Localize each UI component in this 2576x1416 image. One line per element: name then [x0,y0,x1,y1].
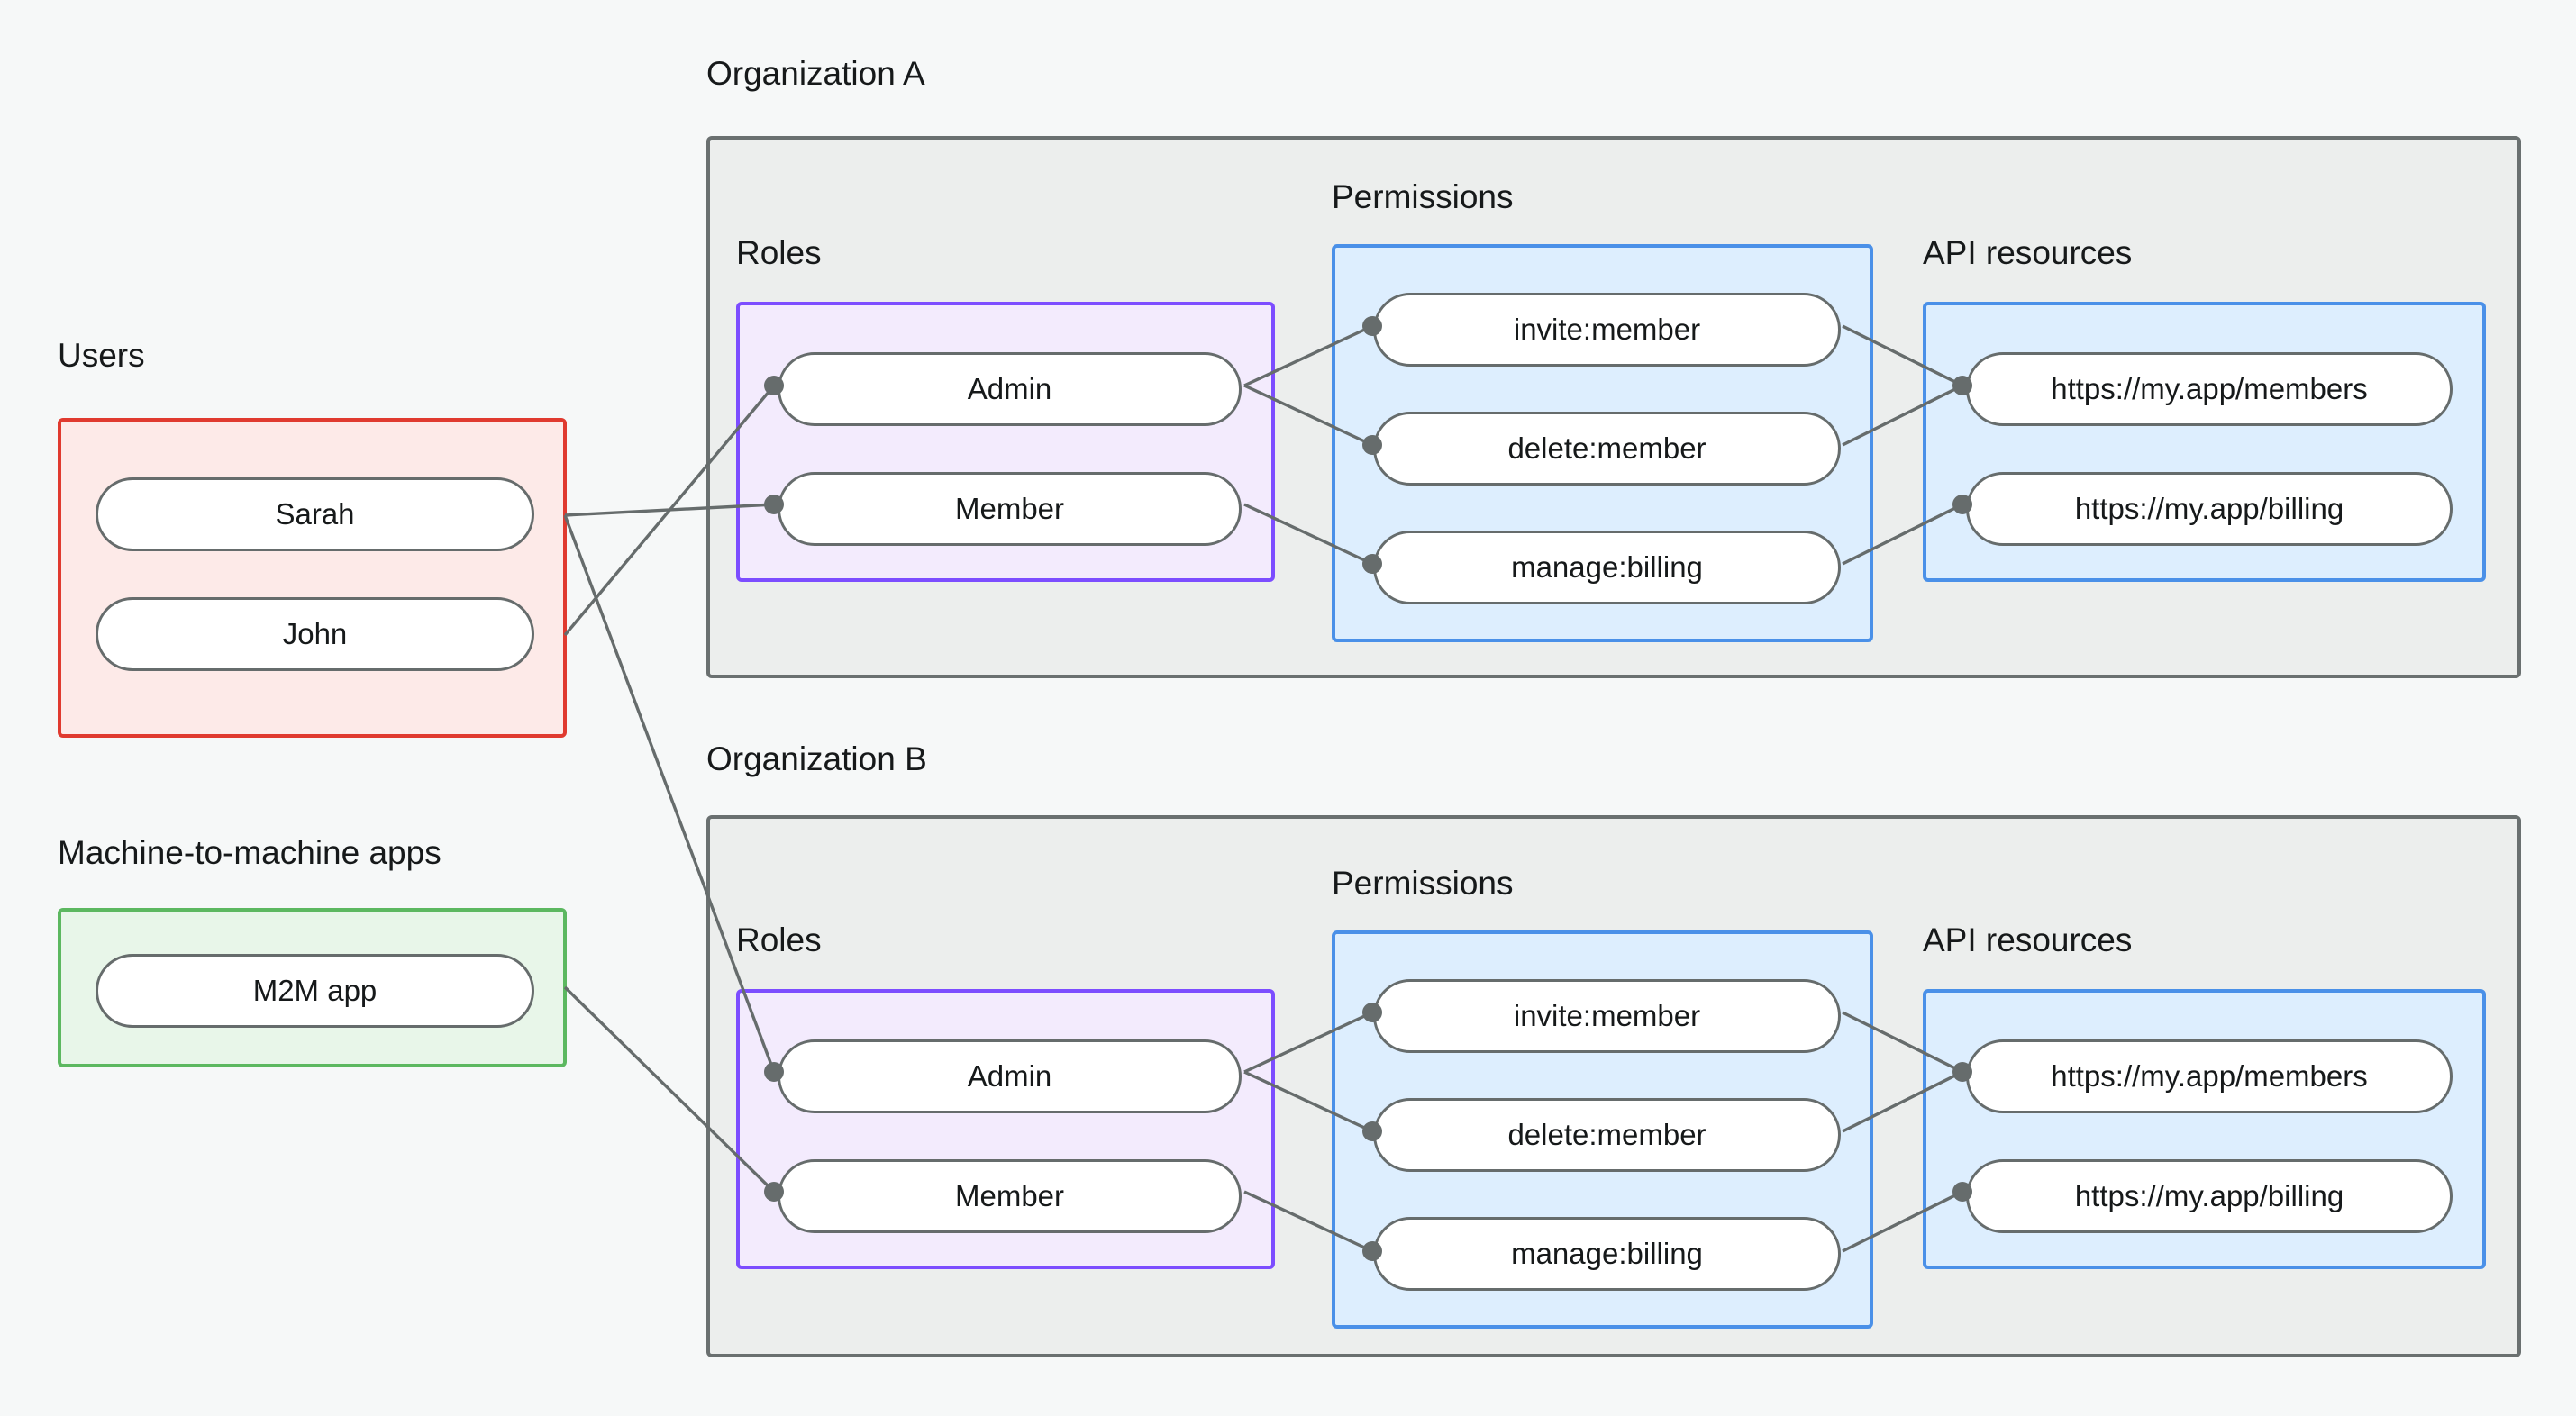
api-node-org-a-members[interactable]: https://my.app/members [1966,352,2453,426]
user-node-sarah[interactable]: Sarah [96,477,534,551]
role-node-org-b-member[interactable]: Member [778,1159,1242,1233]
api-node-org-a-billing[interactable]: https://my.app/billing [1966,472,2453,546]
m2m-group: M2M app [58,908,567,1067]
permission-node-org-a-delete-member[interactable]: delete:member [1373,412,1841,486]
permission-node-org-b-delete-member[interactable]: delete:member [1373,1098,1841,1172]
permission-node-org-a-manage-billing[interactable]: manage:billing [1373,531,1841,604]
users-caption: Users [58,337,145,374]
user-node-john[interactable]: John [96,597,534,671]
org-a-api-group: https://my.app/members https://my.app/bi… [1923,302,2486,582]
org-b-permissions-group: invite:member delete:member manage:billi… [1332,930,1873,1329]
api-node-org-b-billing[interactable]: https://my.app/billing [1966,1159,2453,1233]
org-b-permissions-caption: Permissions [1332,865,1514,902]
users-group: Sarah John [58,418,567,738]
org-a-api-caption: API resources [1923,234,2133,271]
role-node-org-b-admin[interactable]: Admin [778,1039,1242,1113]
org-b-api-caption: API resources [1923,921,2133,958]
permission-node-org-b-manage-billing[interactable]: manage:billing [1373,1217,1841,1291]
org-b-roles-caption: Roles [736,921,822,958]
org-a-roles-group: Admin Member [736,302,1275,582]
org-b-caption: Organization B [706,740,927,777]
org-b-api-group: https://my.app/members https://my.app/bi… [1923,989,2486,1269]
role-node-org-a-member[interactable]: Member [778,472,1242,546]
org-a-permissions-caption: Permissions [1332,178,1514,215]
org-a-caption: Organization A [706,55,925,92]
org-a-roles-caption: Roles [736,234,822,271]
api-node-org-b-members[interactable]: https://my.app/members [1966,1039,2453,1113]
m2m-node-app[interactable]: M2M app [96,954,534,1028]
m2m-caption: Machine-to-machine apps [58,834,441,871]
org-a-permissions-group: invite:member delete:member manage:billi… [1332,244,1873,642]
role-node-org-a-admin[interactable]: Admin [778,352,1242,426]
org-b-roles-group: Admin Member [736,989,1275,1269]
permission-node-org-b-invite-member[interactable]: invite:member [1373,979,1841,1053]
permission-node-org-a-invite-member[interactable]: invite:member [1373,293,1841,367]
